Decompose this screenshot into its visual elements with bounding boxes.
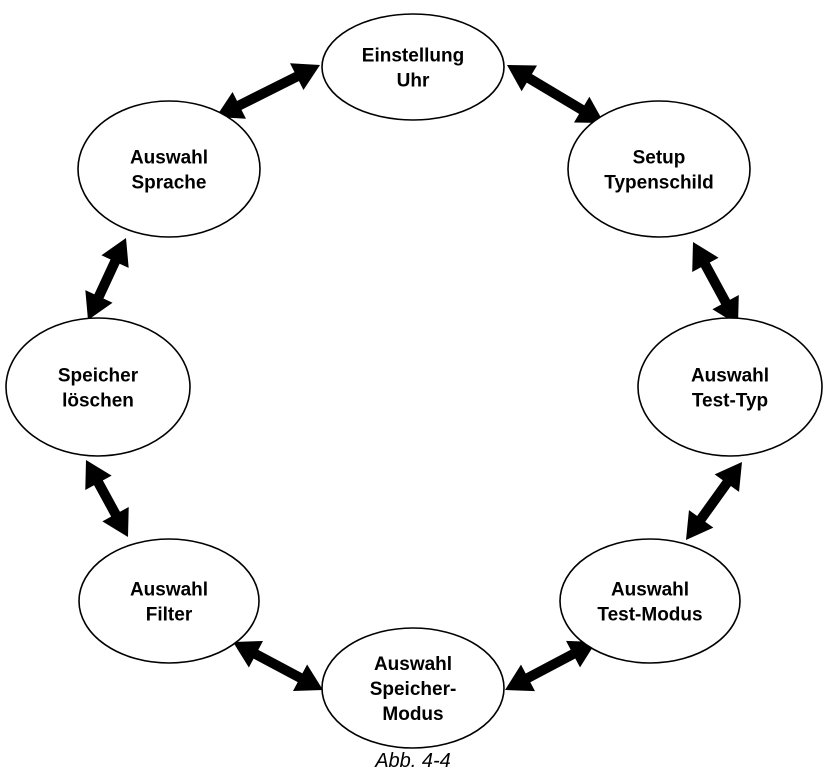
arrow-head-end xyxy=(290,63,320,91)
figure-caption: Abb. 4-4 xyxy=(375,750,451,772)
arrow-shaft xyxy=(699,258,732,309)
arrow-head-end xyxy=(573,96,604,123)
node-label: Auswahl xyxy=(374,654,452,675)
node-label: Setup xyxy=(633,148,686,169)
arrow-head-end xyxy=(102,506,129,537)
node-ellipse xyxy=(567,100,751,238)
node-label: Auswahl xyxy=(130,148,208,169)
bidirectional-arrow xyxy=(505,640,596,692)
node-label: Auswahl xyxy=(611,580,689,601)
arrow-shaft xyxy=(92,255,122,303)
arrow-head-end xyxy=(233,641,263,668)
nodes-layer: EinstellungUhrSetupTypenschildAuswahlTes… xyxy=(5,13,823,749)
arrow-head-start xyxy=(714,462,742,492)
node-ellipse xyxy=(637,317,823,457)
node-speicher-loeschen: Speicher löschen xyxy=(5,317,191,457)
bidirectional-arrow xyxy=(85,238,129,320)
arrow-head-end xyxy=(505,664,535,692)
bidirectional-arrow xyxy=(216,63,320,119)
node-label: Filter xyxy=(146,605,193,626)
arrow-shaft xyxy=(523,71,588,117)
arrow-head-start xyxy=(85,460,112,491)
node-label: Test-Typ xyxy=(692,391,768,412)
node-label: Speicher xyxy=(58,366,139,387)
arrow-head-end xyxy=(85,290,113,320)
node-label: Auswahl xyxy=(691,366,769,387)
bidirectional-arrow xyxy=(85,460,129,537)
node-ellipse xyxy=(321,13,505,121)
node-ellipse xyxy=(5,317,191,457)
arrow-shaft xyxy=(250,647,306,685)
node-label: Speicher- xyxy=(370,679,457,700)
edges-layer xyxy=(85,63,742,692)
node-ellipse xyxy=(559,538,741,664)
bidirectional-arrow xyxy=(233,641,323,691)
arrow-head-start xyxy=(101,238,129,268)
node-label: Sprache xyxy=(132,173,207,194)
node-label: Auswahl xyxy=(130,580,208,601)
arrow-head-end xyxy=(686,510,714,540)
arrow-shaft xyxy=(522,647,579,685)
arrow-head-start xyxy=(507,65,538,92)
node-label: Test-Modus xyxy=(597,605,702,626)
arrow-head-start xyxy=(293,664,323,691)
arrow-shaft xyxy=(92,476,122,521)
arrow-shaft xyxy=(694,476,734,526)
node-label: Uhr xyxy=(397,71,430,92)
bidirectional-arrow xyxy=(507,65,604,123)
node-ellipse xyxy=(77,100,261,238)
node-label: Typenschild xyxy=(604,173,713,194)
node-label: Modus xyxy=(382,704,443,725)
arrow-head-start xyxy=(216,91,246,119)
node-label: löschen xyxy=(62,391,134,412)
node-label: Einstellung xyxy=(362,46,464,67)
bidirectional-arrow xyxy=(692,242,739,325)
node-ellipse xyxy=(78,538,260,664)
arrow-head-start xyxy=(566,640,596,668)
arrow-shaft xyxy=(233,70,303,112)
arrow-head-start xyxy=(692,242,719,273)
node-ellipse xyxy=(321,627,505,749)
bidirectional-arrow xyxy=(686,462,742,540)
